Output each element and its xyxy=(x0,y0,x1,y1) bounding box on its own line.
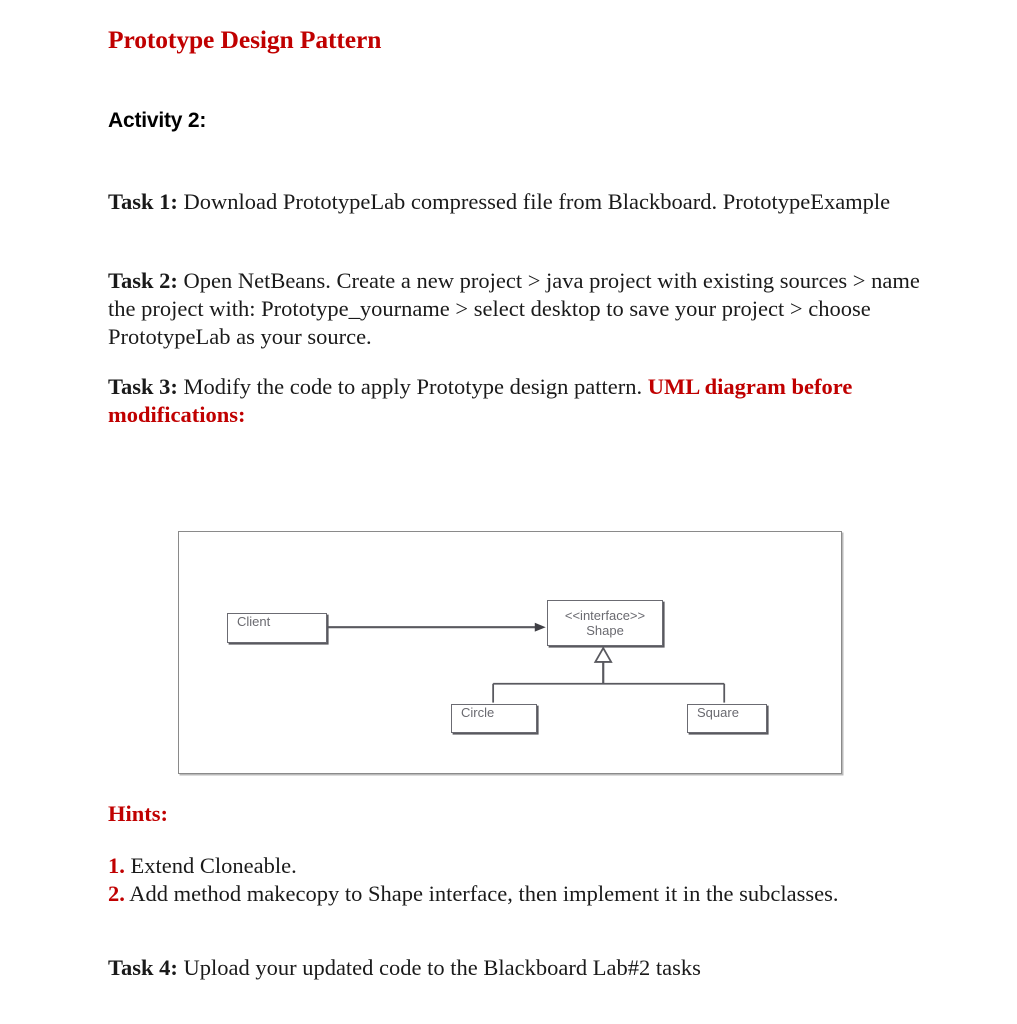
hint-1-number: 1. xyxy=(108,853,125,878)
hint-item-1: 1. Extend Cloneable. xyxy=(108,852,923,880)
activity-heading: Activity 2: xyxy=(108,109,207,132)
document-content: Prototype Design Pattern Activity 2: Tas… xyxy=(108,25,923,979)
uml-class-box-client: Client xyxy=(227,613,327,643)
generalization-triangle-icon xyxy=(593,646,613,663)
uml-diagram-frame: Client <<interface>> Shape Circle Square xyxy=(178,531,842,774)
hint-item-2: 2. Add method makecopy to Shape interfac… xyxy=(108,880,923,908)
hints-list: 1. Extend Cloneable. 2. Add method makec… xyxy=(108,852,923,908)
hint-1-text: Extend Cloneable. xyxy=(124,853,297,878)
task-3-paragraph: Task 3: Modify the code to apply Prototy… xyxy=(108,373,923,429)
hints-heading: Hints: xyxy=(108,801,169,826)
uml-client-label: Client xyxy=(237,614,271,629)
uml-class-box-shape: <<interface>> Shape xyxy=(547,600,663,646)
uml-square-label: Square xyxy=(697,705,739,720)
task-3-emphasis: UML diagram before modifications: xyxy=(108,373,853,427)
task-4-paragraph: Task 4: Upload your updated code to the … xyxy=(108,954,923,982)
task-1-label: Task 1: xyxy=(108,188,178,214)
association-arrowhead-icon xyxy=(534,622,546,632)
uml-circle-label: Circle xyxy=(461,705,495,720)
task-3-body: Modify the code to apply Prototype desig… xyxy=(177,373,648,399)
task-4-body: Upload your updated code to the Blackboa… xyxy=(177,954,701,980)
task-4-label: Task 4: xyxy=(108,954,178,980)
page-title: Prototype Design Pattern xyxy=(108,25,382,54)
uml-shape-text-group: <<interface>> Shape xyxy=(548,601,662,645)
uml-class-box-square: Square xyxy=(687,704,767,733)
task-2-body: Open NetBeans. Create a new project > ja… xyxy=(108,267,920,349)
uml-class-box-circle: Circle xyxy=(451,704,537,733)
hint-2-number: 2. xyxy=(108,881,125,906)
uml-connector-canvas xyxy=(327,622,726,703)
uml-shape-stereotype: <<interface>> xyxy=(564,607,646,623)
task-3-label: Task 3: xyxy=(108,373,178,399)
task-1-body: Download PrototypeLab compressed file fr… xyxy=(177,188,891,214)
task-2-label: Task 2: xyxy=(108,267,178,293)
task-1-paragraph: Task 1: Download PrototypeLab compressed… xyxy=(108,188,923,216)
hint-2-text: Add method makecopy to Shape interface, … xyxy=(124,881,839,906)
uml-shape-name: Shape xyxy=(586,623,624,638)
task-2-paragraph: Task 2: Open NetBeans. Create a new proj… xyxy=(108,267,923,351)
